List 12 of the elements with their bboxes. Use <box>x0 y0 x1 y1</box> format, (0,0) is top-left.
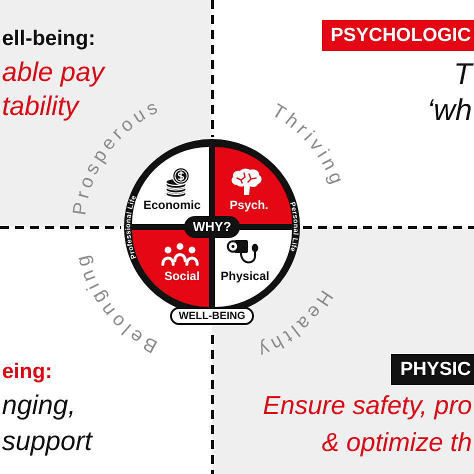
section-tag: PHYSIC <box>391 354 474 385</box>
quadrant-text: Ensure safety, pro & optimize th <box>262 389 472 459</box>
section-tag: PSYCHOLOGIC <box>322 20 474 51</box>
title-pill: WELL-BEING <box>170 307 254 325</box>
quadrant-text: T ‘wh <box>426 57 472 129</box>
sector-label: Psych. <box>230 198 268 212</box>
quadrant-heading: eing: <box>2 360 52 384</box>
center-pill: WHY? <box>184 216 240 238</box>
sector-label: Physical <box>220 269 270 283</box>
quadrant-heading: ell-being: <box>2 27 96 51</box>
quadrant-text: nging, support <box>2 389 94 458</box>
sector-label: Social <box>164 269 200 283</box>
